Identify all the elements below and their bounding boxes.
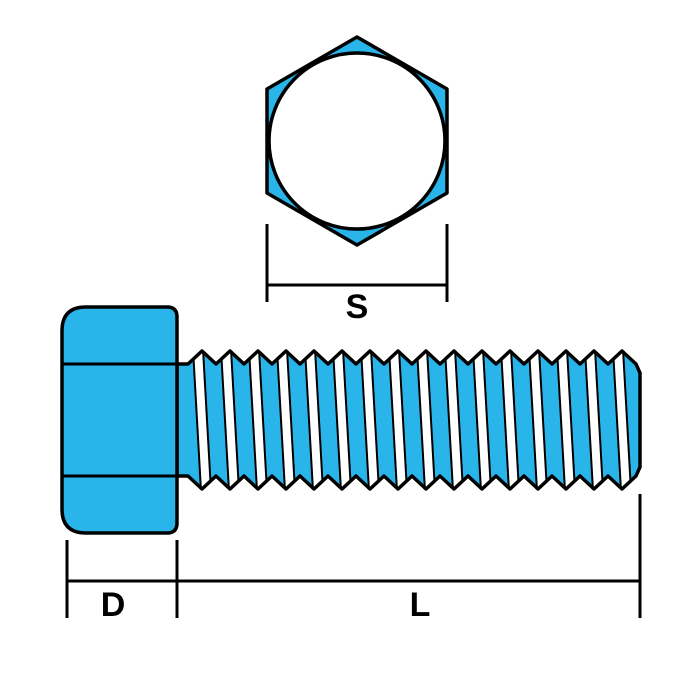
thread-crest (415, 351, 437, 489)
thread-crest (191, 351, 213, 489)
dimension-d: D (65, 540, 179, 624)
thread-crest (499, 351, 521, 489)
bolt-head-side (60, 305, 179, 535)
thread-crest (303, 351, 325, 489)
dimension-l: L (175, 494, 642, 624)
thread-crest (583, 351, 605, 489)
shaft-outline (175, 349, 642, 491)
label-d: D (101, 586, 126, 624)
thread-crest (555, 351, 577, 489)
thread-crest (611, 351, 633, 489)
label-s: S (346, 288, 369, 326)
bolt-side-view (60, 305, 642, 535)
thread-crest (331, 351, 353, 489)
thread-crest (471, 351, 493, 489)
bolt-top-view (265, 35, 449, 247)
thread-crest (359, 351, 381, 489)
thread-crest (219, 351, 241, 489)
thread-crest (247, 351, 269, 489)
dimension-s: S (265, 224, 449, 326)
thread-crest (275, 351, 297, 489)
inscribed-circle (267, 51, 447, 231)
label-l: L (410, 586, 431, 624)
thread-crest (443, 351, 465, 489)
thread-crest (387, 351, 409, 489)
bolt-shaft-threads (175, 349, 642, 491)
thread-crest (527, 351, 549, 489)
thread-highlight-bands (191, 351, 633, 489)
